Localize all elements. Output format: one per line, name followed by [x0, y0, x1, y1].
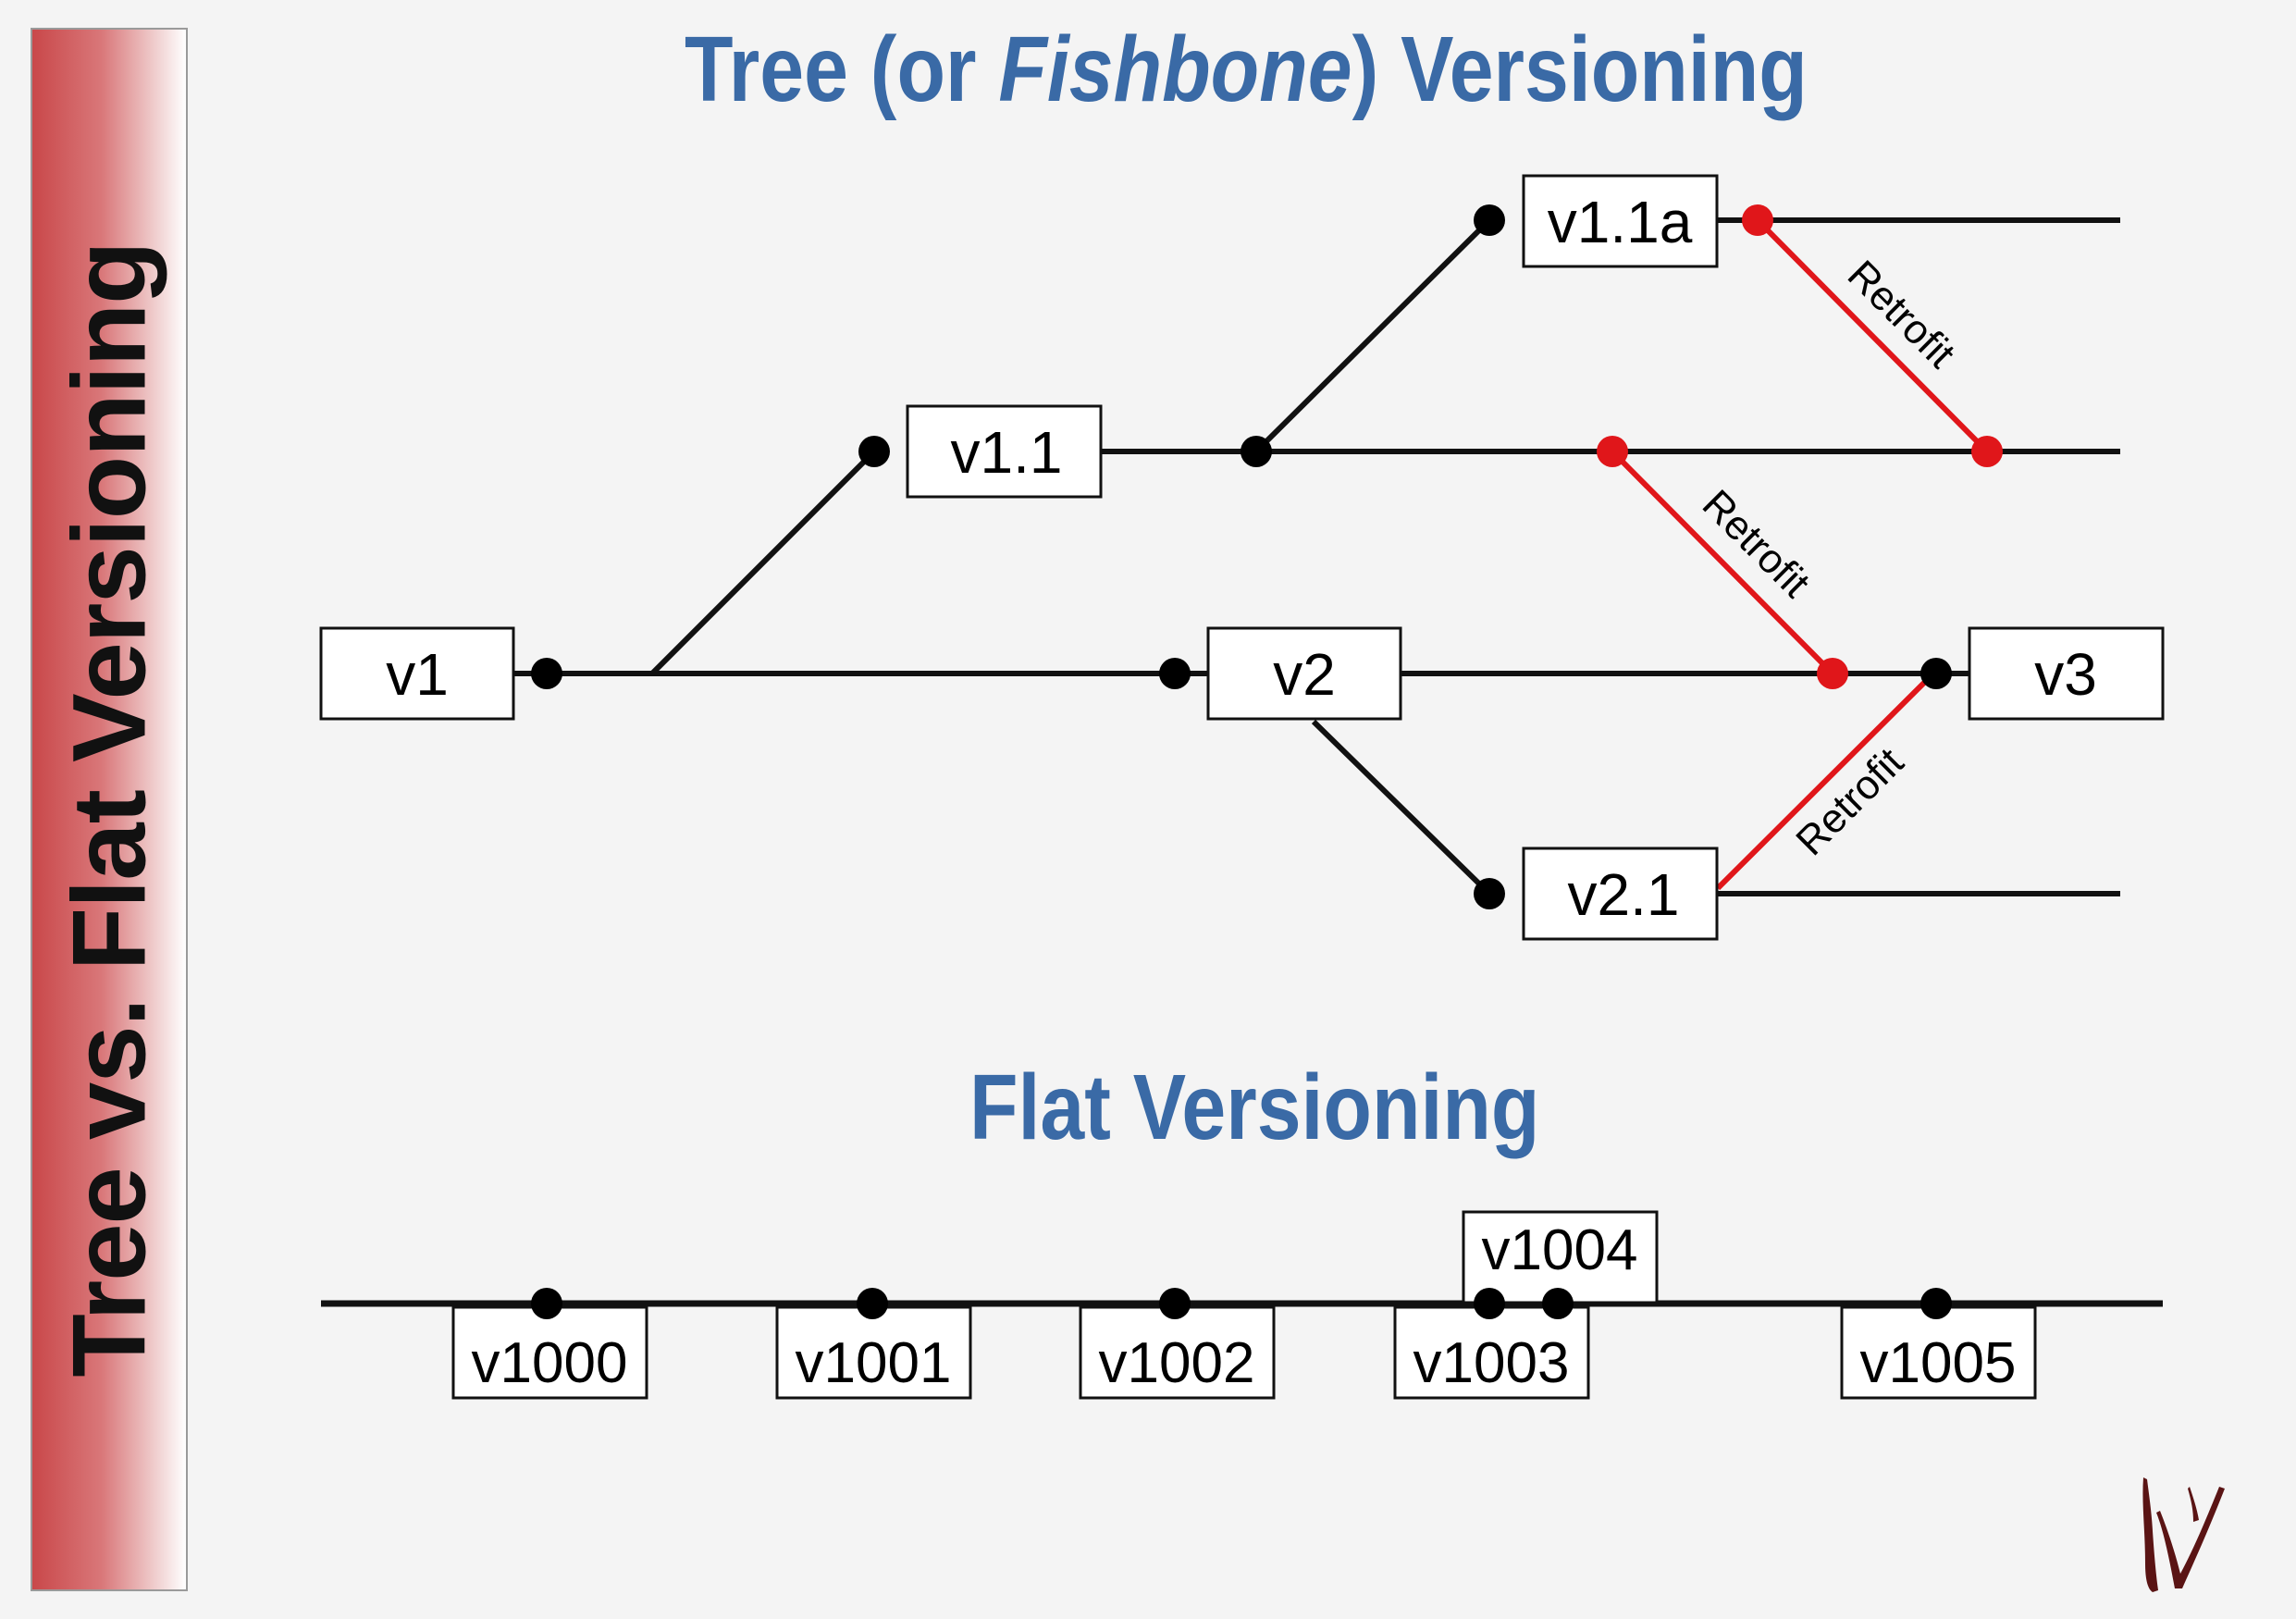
version-label-v2-1: v2.1 — [1568, 861, 1680, 928]
tree-versioning-title: Tree (or Fishbone) Versioning — [685, 17, 1808, 123]
version-label-v1-1a: v1.1a — [1548, 189, 1693, 255]
branch-v2-v2-1 — [1311, 719, 1492, 896]
retrofit-line-1 — [1755, 217, 1990, 454]
retrofit-label-2: Retrofit — [1694, 481, 1819, 606]
retrofit-node-2a — [1597, 436, 1628, 467]
retrofit-line-2 — [1610, 449, 1835, 676]
node-v3 — [1920, 658, 1952, 689]
flat-version-v1000: v1000 — [451, 1305, 648, 1400]
node-v2 — [1159, 658, 1191, 689]
version-box-v2: v2 — [1206, 626, 1402, 721]
flat-version-v1001: v1001 — [775, 1305, 972, 1400]
flat-node-v1001 — [857, 1288, 888, 1319]
version-box-v1-1a: v1.1a — [1522, 174, 1719, 268]
flat-node-v1002 — [1159, 1288, 1191, 1319]
flat-label-v1003: v1003 — [1413, 1331, 1570, 1395]
node-v1 — [531, 658, 562, 689]
version-box-v2-1: v2.1 — [1522, 847, 1719, 941]
version-box-v1-1: v1.1 — [906, 404, 1103, 499]
retrofit-lines — [1610, 217, 1990, 891]
branch-v1-1-v1-1a — [1253, 217, 1492, 454]
flat-diagram: v1000 v1001 v1002 v1003 v1004 v1005 — [321, 1210, 2163, 1400]
flat-version-v1004: v1004 — [1462, 1210, 1659, 1304]
tree-title-part-1: Tree (or — [685, 18, 999, 121]
version-box-v1: v1 — [319, 626, 515, 721]
retrofit-label-1: Retrofit — [1839, 252, 1964, 377]
version-label-v1-1: v1.1 — [951, 419, 1063, 486]
node-v2-1 — [1474, 878, 1505, 909]
retrofit-nodes — [1597, 204, 2003, 689]
flat-label-v1000: v1000 — [472, 1331, 628, 1395]
flat-node-v1000 — [531, 1288, 562, 1319]
retrofit-node-1b — [1971, 436, 2003, 467]
flat-nodes — [531, 1288, 1952, 1319]
retrofit-node-2b — [1817, 658, 1848, 689]
flat-versioning-title: Flat Versioning — [969, 1056, 1540, 1159]
node-v1-1a — [1474, 204, 1505, 236]
flat-version-v1005: v1005 — [1840, 1305, 2037, 1400]
flat-version-v1002: v1002 — [1079, 1305, 1276, 1400]
tree-title-part-2: ) Versioning — [1352, 18, 1808, 121]
node-v1-1 — [858, 436, 890, 467]
branch-v1-v1-1 — [649, 449, 877, 676]
flat-node-v1005 — [1920, 1288, 1952, 1319]
tree-diagram — [514, 217, 2120, 896]
tree-nodes — [531, 204, 1952, 909]
version-label-v3: v3 — [2034, 641, 2097, 708]
flat-label-v1005: v1005 — [1860, 1331, 2017, 1395]
tree-version-boxes: v1 v1.1 v1.1a v2 v2.1 v3 — [319, 174, 2165, 941]
flat-label-v1002: v1002 — [1099, 1331, 1255, 1395]
tree-title-italic: Fishbone — [998, 18, 1352, 121]
side-title-bar — [31, 28, 188, 1591]
version-box-v3: v3 — [1968, 626, 2165, 721]
v-signature-logo-icon — [2142, 1477, 2225, 1592]
retrofit-node-1a — [1742, 204, 1773, 236]
retrofit-labels: Retrofit Retrofit Retrofit — [1694, 252, 1964, 864]
retrofit-line-3 — [1715, 671, 1936, 891]
flat-label-v1001: v1001 — [796, 1331, 952, 1395]
node-v1-1-branch — [1241, 436, 1272, 467]
flat-node-v1004 — [1542, 1288, 1574, 1319]
flat-label-v1004: v1004 — [1482, 1218, 1638, 1282]
version-label-v2: v2 — [1273, 641, 1336, 708]
flat-version-v1003: v1003 — [1393, 1305, 1590, 1400]
flat-node-v1003 — [1474, 1288, 1505, 1319]
version-label-v1: v1 — [386, 641, 449, 708]
